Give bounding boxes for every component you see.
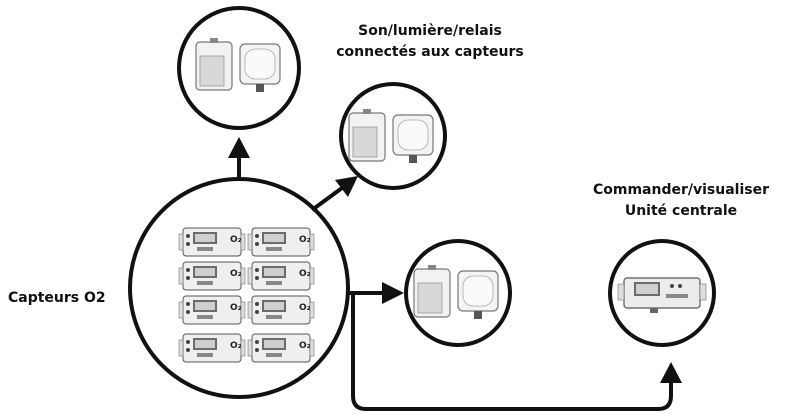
arrow-right-head [382, 282, 404, 304]
sensors-label: Capteurs O2 [8, 290, 106, 306]
outputs-circle-top [177, 6, 301, 130]
o2-badges: O₂ O₂ O₂ O₂ O₂ O₂ O₂ O₂ [230, 235, 311, 351]
arrow-diagonal-head [335, 176, 358, 197]
o2-badge: O₂ [230, 269, 242, 279]
arrowheads [228, 137, 682, 383]
outputs-label-line2: connectés aux capteurs [336, 44, 524, 60]
o2-badge: O₂ [230, 341, 242, 351]
o2-badge: O₂ [230, 235, 242, 245]
arrow-up-head [228, 137, 250, 158]
central-unit-label-line2: Unité centrale [625, 203, 737, 219]
o2-badge: O₂ [230, 303, 242, 313]
arrow-diagonal-line [310, 186, 344, 212]
o2-badge: O₂ [299, 303, 311, 313]
arrow-bottom-head [660, 362, 682, 383]
arrows [237, 158, 673, 411]
o2-badge: O₂ [299, 341, 311, 351]
o2-badge: O₂ [299, 269, 311, 279]
central-unit-label-line1: Commander/visualiser [593, 182, 769, 198]
o2-badge: O₂ [299, 235, 311, 245]
central-unit-device [617, 277, 707, 313]
outputs-label-line1: Son/lumière/relais [358, 23, 502, 39]
bottom-connector-line [351, 294, 673, 411]
